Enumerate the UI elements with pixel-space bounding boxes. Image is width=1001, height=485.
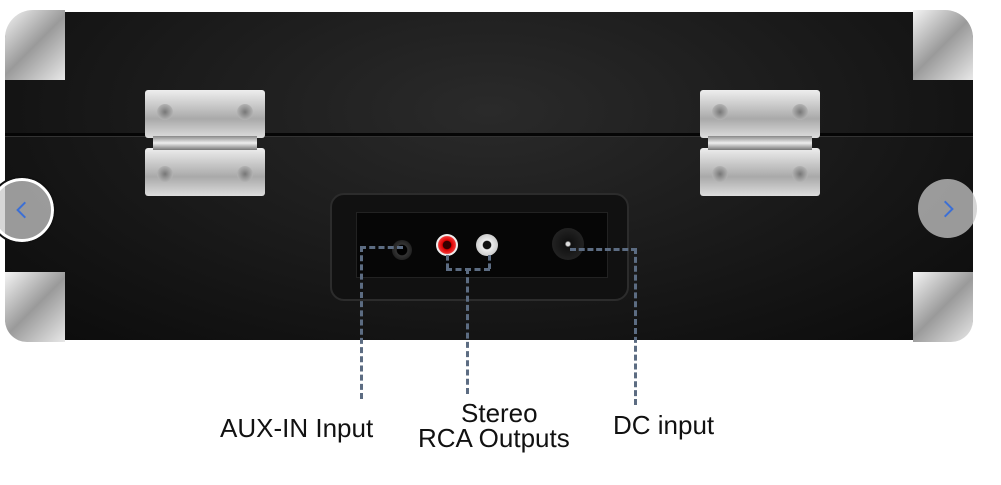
rca-white-jack: [476, 234, 498, 256]
chevron-right-icon: [943, 200, 954, 217]
aux-in-label: AUX-IN Input: [220, 413, 374, 443]
dc-leader-line: [570, 248, 637, 405]
latch: [700, 90, 820, 196]
corner-guard: [5, 272, 65, 342]
rca-outputs-label: RCA Outputs: [418, 423, 570, 453]
rca-leader-line: [488, 255, 491, 269]
stereo-label: Stereo: [461, 398, 538, 428]
latch: [145, 90, 265, 196]
previous-image-button[interactable]: [0, 176, 56, 244]
aux-leader-line: [360, 246, 403, 399]
dc-input-label: DC input: [613, 410, 715, 440]
rca-leader-line: [466, 268, 469, 394]
corner-guard: [913, 10, 973, 80]
corner-guard: [5, 10, 65, 80]
next-image-button[interactable]: [918, 179, 977, 238]
chevron-left-icon: [16, 201, 27, 219]
dc-jack: [552, 228, 584, 260]
lid-seam: [5, 133, 973, 136]
rca-red-jack: [436, 234, 458, 256]
corner-guard: [913, 272, 973, 342]
aux-jack: [392, 240, 412, 260]
rca-leader-line: [446, 255, 449, 269]
